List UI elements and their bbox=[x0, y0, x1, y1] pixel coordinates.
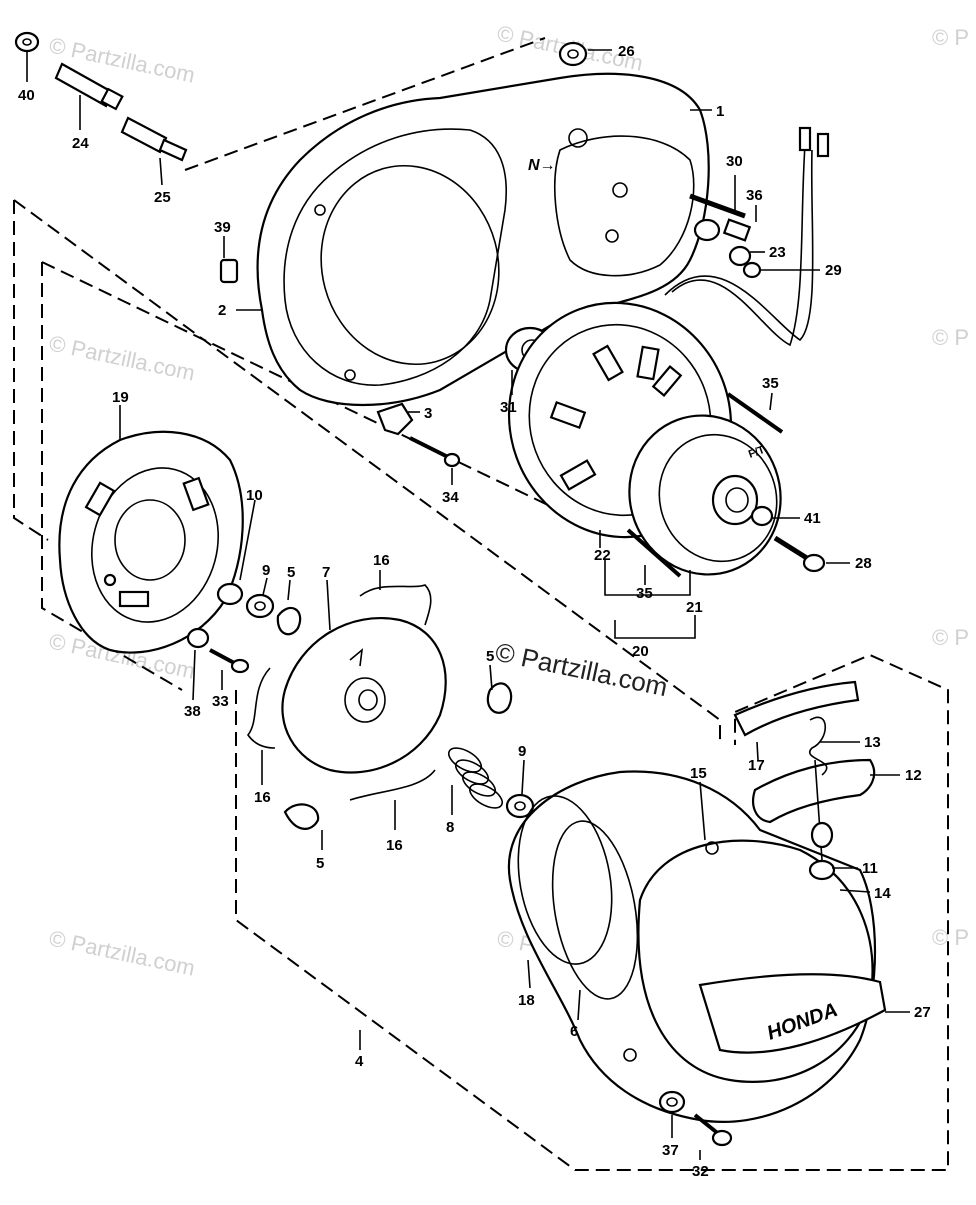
bolt-32 bbox=[693, 1113, 733, 1147]
callout-13: 13 bbox=[864, 734, 881, 751]
bolt-30 bbox=[689, 193, 746, 242]
callout-35a: 35 bbox=[762, 375, 779, 392]
rotor-mark: F/T bbox=[747, 444, 767, 461]
bolt-34 bbox=[409, 436, 461, 468]
springs-16 bbox=[247, 584, 436, 801]
callout-15: 15 bbox=[690, 765, 707, 782]
callout-27: 27 bbox=[914, 1004, 931, 1021]
watermark-edge: © P bbox=[932, 325, 969, 350]
ratchet-plate bbox=[281, 617, 447, 774]
washer-10 bbox=[216, 582, 244, 606]
callout-26: 26 bbox=[618, 43, 635, 60]
callout-34: 34 bbox=[442, 489, 459, 506]
callout-31: 31 bbox=[500, 399, 517, 416]
callout-10: 10 bbox=[246, 487, 263, 504]
shaft-24 bbox=[54, 62, 124, 111]
callout-24: 24 bbox=[72, 135, 89, 152]
collar-26 bbox=[558, 41, 588, 67]
callout-25: 25 bbox=[154, 189, 171, 206]
callout-19: 19 bbox=[112, 389, 129, 406]
callout-9b: 9 bbox=[518, 743, 526, 760]
screws-35 bbox=[626, 392, 784, 578]
callout-9a: 9 bbox=[262, 562, 270, 579]
pin-25 bbox=[120, 116, 188, 162]
ratchet-pawl-5 bbox=[276, 606, 513, 830]
watermark-edge: © P bbox=[932, 25, 969, 50]
watermark-edge: © P bbox=[932, 625, 969, 650]
leader-lines bbox=[26, 49, 910, 1160]
watermark-edge: © P bbox=[932, 925, 969, 950]
spring-8 bbox=[447, 747, 504, 809]
callout-16c: 16 bbox=[386, 837, 403, 854]
callout-21: 21 bbox=[686, 599, 703, 616]
callout-16b: 16 bbox=[254, 789, 271, 806]
callout-14: 14 bbox=[874, 885, 891, 902]
crankcase-cover: N→ bbox=[256, 72, 710, 407]
washer-37 bbox=[658, 1090, 686, 1114]
callout-37: 37 bbox=[662, 1142, 679, 1159]
callout-labels: 40 24 25 26 1 39 2 3 34 31 30 36 23 29 3… bbox=[18, 43, 931, 1180]
callout-18: 18 bbox=[518, 992, 535, 1009]
washer-38 bbox=[186, 627, 210, 649]
flywheel-rotor: F/T bbox=[628, 414, 782, 576]
callout-22: 22 bbox=[594, 547, 611, 564]
nut-41 bbox=[750, 505, 774, 527]
callout-39: 39 bbox=[214, 219, 231, 236]
callout-29: 29 bbox=[825, 262, 842, 279]
clip-13 bbox=[808, 716, 828, 776]
recoil-starter-cover: HONDA bbox=[507, 770, 887, 1123]
callout-5a: 5 bbox=[287, 564, 295, 581]
callout-33: 33 bbox=[212, 693, 229, 710]
callout-17: 17 bbox=[748, 757, 765, 774]
callout-2: 2 bbox=[218, 302, 226, 319]
bolt-33 bbox=[209, 648, 250, 674]
callout-7: 7 bbox=[322, 564, 330, 581]
callout-12: 12 bbox=[905, 767, 922, 784]
callout-28: 28 bbox=[855, 555, 872, 572]
callout-40: 40 bbox=[18, 87, 35, 104]
handle-grip-17 bbox=[733, 680, 860, 737]
callout-20: 20 bbox=[632, 643, 649, 660]
rope-11 bbox=[808, 759, 836, 881]
callout-23: 23 bbox=[769, 244, 786, 261]
dowel-39 bbox=[219, 258, 239, 284]
callout-5b: 5 bbox=[486, 648, 494, 665]
handle-12 bbox=[752, 758, 876, 824]
washer-29 bbox=[742, 261, 762, 279]
callout-5c: 5 bbox=[316, 855, 324, 872]
callout-36: 36 bbox=[746, 187, 763, 204]
callout-3: 3 bbox=[424, 405, 432, 422]
callout-38: 38 bbox=[184, 703, 201, 720]
callout-35b: 35 bbox=[636, 585, 653, 602]
callout-16a: 16 bbox=[373, 552, 390, 569]
callout-6: 6 bbox=[570, 1023, 578, 1040]
bolt-28 bbox=[773, 535, 826, 573]
watermark: © Partzilla.com bbox=[47, 925, 197, 980]
bolt-36 bbox=[722, 218, 752, 242]
clamp-3 bbox=[376, 402, 414, 436]
screw-washer-40 bbox=[14, 31, 40, 53]
callout-32: 32 bbox=[692, 1163, 709, 1180]
cover-arrow-mark: N→ bbox=[528, 157, 556, 174]
callout-30: 30 bbox=[726, 153, 743, 170]
washer-9 bbox=[245, 593, 275, 619]
washer-9b bbox=[505, 793, 535, 819]
callout-8: 8 bbox=[446, 819, 454, 836]
callout-1: 1 bbox=[716, 103, 724, 120]
watermark: © Partzilla.com bbox=[47, 330, 197, 385]
starter-pulley bbox=[58, 430, 244, 654]
callout-11: 11 bbox=[862, 860, 878, 877]
callout-4: 4 bbox=[355, 1053, 364, 1070]
wire-harness bbox=[664, 126, 830, 347]
callout-41: 41 bbox=[804, 510, 821, 527]
assembly-boundaries bbox=[13, 37, 949, 1171]
grommet-23 bbox=[728, 245, 752, 267]
